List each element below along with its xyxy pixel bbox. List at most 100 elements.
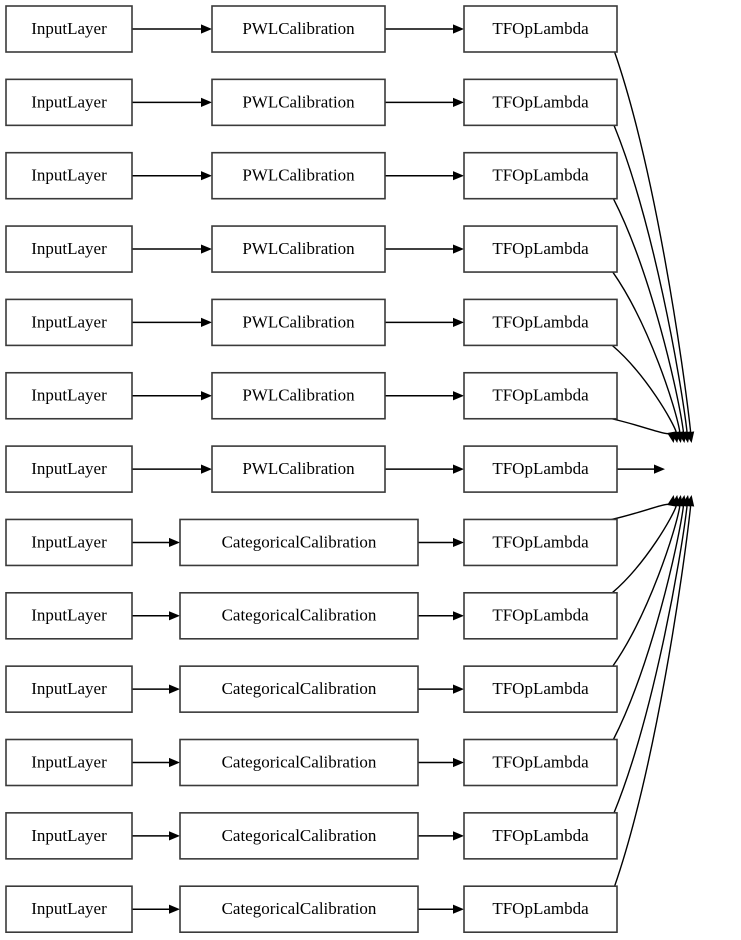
node-tfoplambda-3-label: TFOpLambda <box>492 239 589 258</box>
node-calibration-3[interactable]: PWLCalibration <box>211 225 386 273</box>
node-input-layer-10[interactable]: InputLayer <box>5 738 133 787</box>
node-tfoplambda-8[interactable]: TFOpLambda <box>463 591 618 640</box>
node-input-layer-0-label: InputLayer <box>31 19 107 38</box>
node-input-layer-7-box <box>5 518 133 567</box>
node-calibration-11[interactable]: CategoricalCalibration <box>179 812 419 860</box>
node-calibration-8[interactable]: CategoricalCalibration <box>179 591 419 640</box>
node-input-layer-1[interactable]: InputLayer <box>5 78 133 127</box>
node-calibration-12[interactable]: CategoricalCalibration <box>179 885 419 934</box>
node-tfoplambda-12-box <box>463 885 618 934</box>
edge-lambda-to-rtl-11 <box>613 505 688 814</box>
node-tfoplambda-4[interactable]: TFOpLambda <box>463 298 618 347</box>
edge-input-to-calibration-11-arrowhead <box>169 831 180 841</box>
node-tfoplambda-5-box <box>463 371 618 420</box>
node-input-layer-3-box <box>5 225 133 273</box>
node-tfoplambda-5[interactable]: TFOpLambda <box>463 371 618 420</box>
node-calibration-1-box <box>211 78 386 127</box>
node-tfoplambda-12[interactable]: TFOpLambda <box>463 885 618 934</box>
edge-calibration-to-lambda-9-arrowhead <box>453 684 464 694</box>
node-tfoplambda-10[interactable]: TFOpLambda <box>463 738 618 787</box>
node-input-layer-5-label: InputLayer <box>31 386 107 405</box>
node-input-layer-2-box <box>5 151 133 200</box>
node-tfoplambda-2-box <box>463 151 618 200</box>
node-tfoplambda-2-label: TFOpLambda <box>492 166 589 185</box>
node-input-layer-6[interactable]: InputLayer <box>5 445 133 493</box>
node-tfoplambda-3[interactable]: TFOpLambda <box>463 225 618 273</box>
edge-input-to-calibration-9-arrowhead <box>169 684 180 694</box>
node-tfoplambda-11[interactable]: TFOpLambda <box>463 812 618 860</box>
edge-lambda-to-rtl-9 <box>612 505 681 667</box>
node-calibration-6[interactable]: PWLCalibration <box>211 445 386 493</box>
node-calibration-2[interactable]: PWLCalibration <box>211 151 386 200</box>
node-tfoplambda-7[interactable]: TFOpLambda <box>463 518 618 567</box>
node-calibration-7-label: CategoricalCalibration <box>222 532 377 551</box>
node-input-layer-1-box <box>5 78 133 127</box>
edge-input-to-calibration-2-arrowhead <box>201 171 212 181</box>
node-calibration-11-box <box>179 812 419 860</box>
node-tfoplambda-1-label: TFOpLambda <box>492 92 589 111</box>
node-calibration-10[interactable]: CategoricalCalibration <box>179 738 419 787</box>
edge-lambda-to-rtl-7 <box>611 503 674 521</box>
node-calibration-0[interactable]: PWLCalibration <box>211 5 386 53</box>
node-calibration-1[interactable]: PWLCalibration <box>211 78 386 127</box>
node-input-layer-11-box <box>5 812 133 860</box>
node-calibration-9-label: CategoricalCalibration <box>222 679 377 698</box>
edge-input-to-calibration-0-arrowhead <box>201 24 212 34</box>
edge-calibration-to-lambda-1-arrowhead <box>453 97 464 107</box>
node-tfoplambda-9-box <box>463 665 618 713</box>
node-tfoplambda-5-label: TFOpLambda <box>492 386 589 405</box>
node-input-layer-8-label: InputLayer <box>31 606 107 625</box>
node-tfoplambda-10-label: TFOpLambda <box>492 752 589 771</box>
node-tfoplambda-9[interactable]: TFOpLambda <box>463 665 618 713</box>
edges-layer <box>132 24 695 914</box>
edge-lambda-to-rtl-1 <box>613 125 688 433</box>
node-input-layer-12-box <box>5 885 133 934</box>
edge-calibration-to-lambda-11-arrowhead <box>453 831 464 841</box>
node-input-layer-6-box <box>5 445 133 493</box>
node-calibration-3-label: PWLCalibration <box>242 239 355 258</box>
node-calibration-8-box <box>179 591 419 640</box>
edge-input-to-calibration-4-arrowhead <box>201 317 212 327</box>
edge-lambda-to-rtl-5 <box>611 418 674 435</box>
node-tfoplambda-0[interactable]: TFOpLambda <box>463 5 618 53</box>
node-calibration-2-label: PWLCalibration <box>242 166 355 185</box>
node-calibration-2-box <box>211 151 386 200</box>
node-calibration-5[interactable]: PWLCalibration <box>211 371 386 420</box>
edge-calibration-to-lambda-2-arrowhead <box>453 171 464 181</box>
edge-calibration-to-lambda-4-arrowhead <box>453 317 464 327</box>
edge-input-to-calibration-5-arrowhead <box>201 391 212 401</box>
node-calibration-7[interactable]: CategoricalCalibration <box>179 518 419 567</box>
node-tfoplambda-1[interactable]: TFOpLambda <box>463 78 618 127</box>
node-tfoplambda-6-label: TFOpLambda <box>492 459 589 478</box>
node-input-layer-11[interactable]: InputLayer <box>5 812 133 860</box>
node-calibration-12-box <box>179 885 419 934</box>
node-tfoplambda-0-box <box>463 5 618 53</box>
node-input-layer-4[interactable]: InputLayer <box>5 298 133 347</box>
node-tfoplambda-8-box <box>463 591 618 640</box>
node-calibration-12-label: CategoricalCalibration <box>222 899 377 918</box>
node-input-layer-0[interactable]: InputLayer <box>5 5 133 53</box>
node-input-layer-3[interactable]: InputLayer <box>5 225 133 273</box>
node-input-layer-2[interactable]: InputLayer <box>5 151 133 200</box>
node-input-layer-9[interactable]: InputLayer <box>5 665 133 713</box>
node-tfoplambda-6[interactable]: TFOpLambda <box>463 445 618 493</box>
node-input-layer-8[interactable]: InputLayer <box>5 591 133 640</box>
node-input-layer-5[interactable]: InputLayer <box>5 371 133 420</box>
edge-lambda-to-rtl-2 <box>612 198 685 433</box>
node-calibration-4-label: PWLCalibration <box>242 312 355 331</box>
node-tfoplambda-2[interactable]: TFOpLambda <box>463 151 618 200</box>
node-calibration-5-label: PWLCalibration <box>242 386 355 405</box>
node-tfoplambda-0-label: TFOpLambda <box>492 19 589 38</box>
node-input-layer-12[interactable]: InputLayer <box>5 885 133 934</box>
edge-calibration-to-lambda-10-arrowhead <box>453 757 464 768</box>
node-calibration-9[interactable]: CategoricalCalibration <box>179 665 419 713</box>
node-calibration-0-box <box>211 5 386 53</box>
node-input-layer-7[interactable]: InputLayer <box>5 518 133 567</box>
node-calibration-10-box <box>179 738 419 787</box>
node-tfoplambda-12-label: TFOpLambda <box>492 899 589 918</box>
node-calibration-4[interactable]: PWLCalibration <box>211 298 386 347</box>
edge-input-to-calibration-7-arrowhead <box>169 537 180 548</box>
node-calibration-4-box <box>211 298 386 347</box>
